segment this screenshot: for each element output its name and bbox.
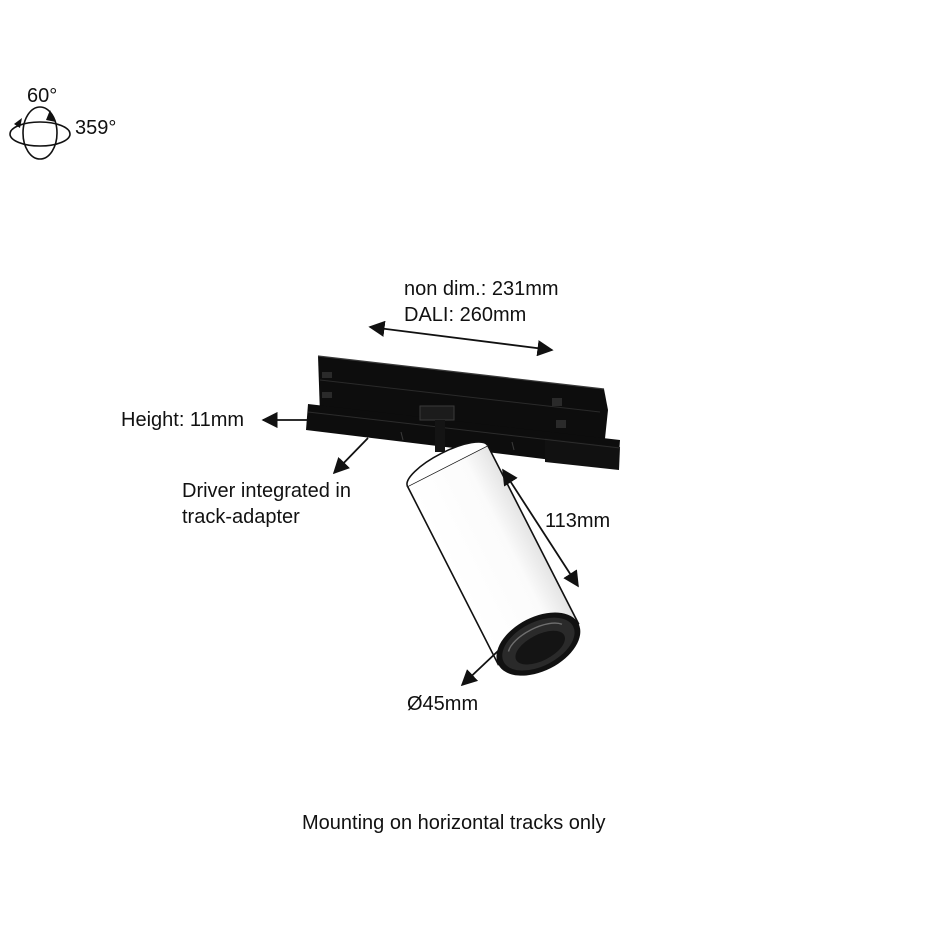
length-label-non-dim: non dim.: 231mm [404,278,559,300]
body-length-arrow [502,468,579,588]
length-label-dali: DALI: 260mm [404,304,527,326]
diameter-arrow [460,650,499,687]
driver-label-line1: Driver integrated in [182,480,351,502]
diameter-label: Ø45mm [407,693,479,715]
height-label: Height: 11mm [121,409,245,431]
tilt-angle-label: 60° [27,85,58,107]
body-length-label: 113mm [545,510,611,532]
mounting-note: Mounting on horizontal tracks only [302,812,606,834]
length-arrow [368,320,554,357]
track-adapter [306,355,621,470]
rotation-icon [9,106,71,160]
driver-label-line2: track-adapter [182,506,300,528]
rotation-angle-label: 359° [75,117,117,139]
driver-arrow [332,437,369,475]
